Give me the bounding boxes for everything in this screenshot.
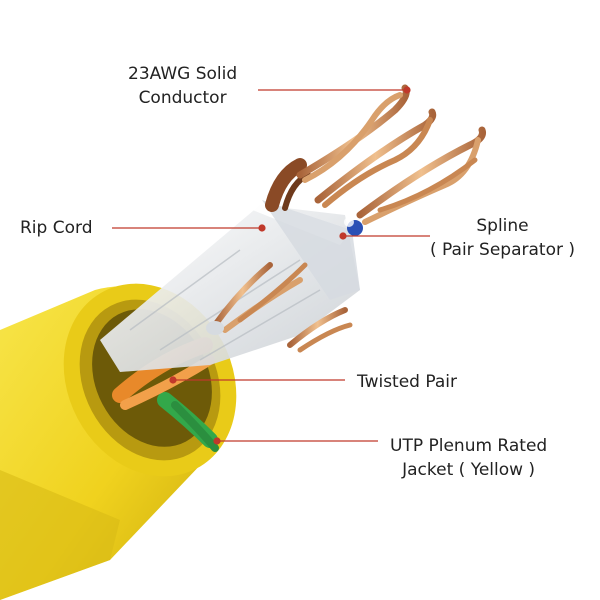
- spline-line2: ( Pair Separator ): [430, 240, 576, 260]
- solid-conductor-line1: 23AWG Solid: [128, 64, 238, 84]
- jacket-line1: UTP Plenum Rated: [390, 436, 548, 456]
- solid-conductor-label: 23AWG Solid Conductor: [128, 62, 237, 110]
- jacket-label: UTP Plenum Rated Jacket ( Yellow ): [390, 434, 547, 482]
- leader-lines: [112, 86, 430, 445]
- blue-pair: [344, 217, 363, 236]
- inner-copper-wires: [206, 262, 353, 353]
- solid-conductor-line2: Conductor: [138, 88, 227, 108]
- green-pair: [157, 392, 219, 452]
- jacket-line2: Jacket ( Yellow ): [402, 460, 536, 480]
- rip-cord-label: Rip Cord: [20, 216, 92, 240]
- twisted-pair-label: Twisted Pair: [357, 370, 457, 394]
- spline-line1: Spline: [476, 216, 529, 236]
- twisted-pair-text: Twisted Pair: [357, 372, 457, 392]
- brown-pair: [265, 158, 311, 212]
- jacket-underside: [0, 470, 120, 600]
- rip-cord-text: Rip Cord: [20, 218, 93, 238]
- spline-label: Spline ( Pair Separator ): [430, 214, 575, 262]
- copper-conductors: [296, 84, 486, 225]
- spline-separator: [100, 200, 360, 372]
